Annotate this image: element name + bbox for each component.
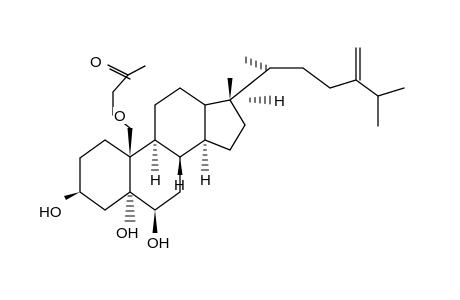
c3-hydroxyl-bond (64, 192, 80, 200)
ring-c (154, 87, 206, 158)
ester-oxygen-label: O (114, 108, 126, 125)
carbonyl-oxygen-label: O (90, 54, 102, 71)
c5-hydroxyl-bond (124, 195, 136, 222)
c5-hydroxyl-label: OH (116, 225, 139, 242)
c9-hydrogen-label: H (150, 172, 161, 189)
c18-methyl (227, 78, 233, 100)
c17-hydrogen-label: H (274, 93, 285, 110)
c6-hydroxyl-label: OH (147, 235, 170, 252)
c6-hydroxyl-bond (152, 210, 158, 233)
c8-hydrogen-label: H (174, 177, 185, 194)
atom-labels: O O HO OH OH H H H H (39, 53, 285, 252)
c9-hydrogen-bond (150, 144, 160, 171)
c14-hydrogen-bond (200, 144, 210, 171)
c17-hydrogen-bond (249, 95, 271, 105)
c3-hydroxyl-label: HO (39, 204, 62, 221)
ring-d (204, 99, 246, 151)
side-chain (229, 47, 405, 127)
ring-a (79, 139, 131, 211)
c8-hydrogen-bond (177, 157, 183, 175)
c14-hydrogen-label: H (200, 172, 211, 189)
